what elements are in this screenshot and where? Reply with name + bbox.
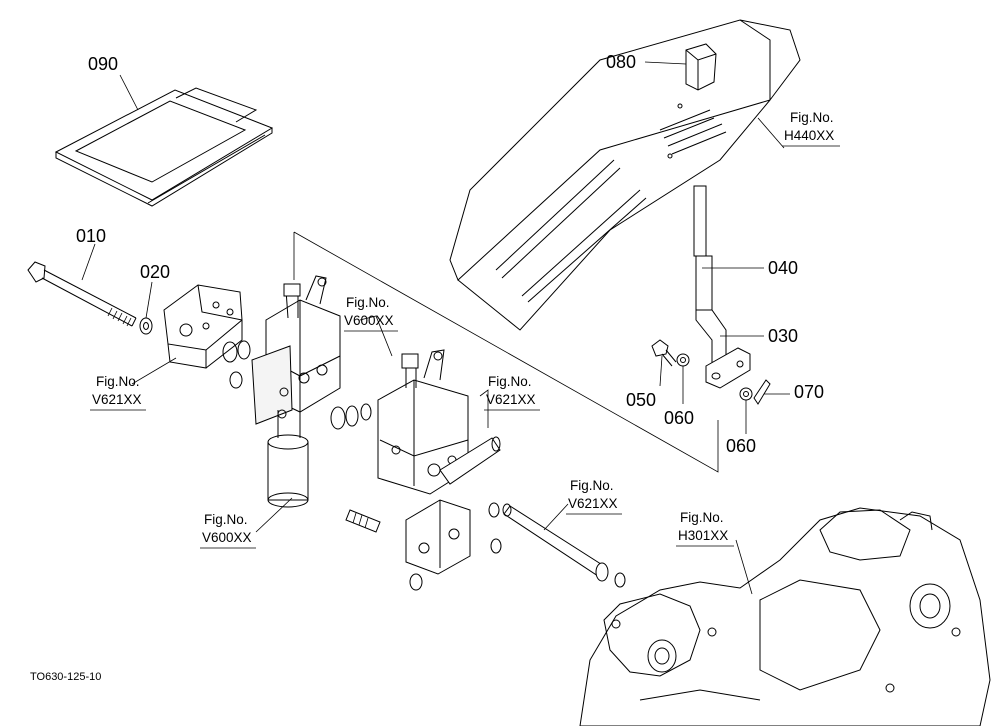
- small-bolt-illustration: [651, 339, 677, 367]
- figref-h301xx-code: H301XX: [678, 528, 728, 543]
- o-rings-illustration: [222, 340, 372, 430]
- figref-v621xx-middle: Fig.No. V621XX: [484, 374, 540, 411]
- transmission-housing-illustration: [579, 507, 991, 726]
- figref-v621xx-right-label: Fig.No.: [570, 478, 614, 493]
- part-label-010: 010: [76, 226, 106, 246]
- washer-illustration: [139, 317, 153, 335]
- part-label-050: 050: [626, 390, 656, 410]
- pipe-illustration: [502, 503, 626, 588]
- part-label-060-lower: 060: [726, 436, 756, 456]
- part-label-080: 080: [606, 52, 636, 72]
- lever-knob-illustration: [685, 43, 717, 91]
- drawing-code: TO630-125-10: [30, 671, 101, 683]
- cover-plate-illustration: [163, 284, 243, 369]
- lever-bracket-illustration: [705, 347, 751, 389]
- figref-v621xx-middle-code: V621XX: [486, 392, 536, 407]
- part-label-030: 030: [768, 326, 798, 346]
- figref-v621xx-right: Fig.No. V621XX: [566, 478, 622, 515]
- figref-v600xx-lower-code: V600XX: [202, 530, 252, 545]
- figref-h440xx-code: H440XX: [784, 128, 834, 143]
- figref-h440xx: Fig.No. H440XX: [782, 110, 840, 147]
- figref-v621xx-right-code: V621XX: [568, 496, 618, 511]
- leader-lines: [81, 61, 790, 595]
- figref-v621xx-left-code: V621XX: [92, 392, 142, 407]
- part-label-040: 040: [768, 258, 798, 278]
- lever-rod-illustration: [693, 185, 727, 374]
- manual-booklet-illustration: [54, 87, 274, 207]
- part-label-020: 020: [140, 262, 170, 282]
- figref-h301xx-label: Fig.No.: [680, 510, 724, 525]
- part-label-090: 090: [88, 54, 118, 74]
- control-valve-2-illustration: [377, 349, 501, 495]
- cotter-pin-illustration: [753, 379, 771, 405]
- washer-060-upper-illustration: [676, 353, 690, 367]
- figref-v600xx-lower: Fig.No. V600XX: [200, 512, 256, 549]
- part-label-060-upper: 060: [664, 408, 694, 428]
- washer-060-lower-illustration: [739, 387, 753, 401]
- figref-v621xx-left-label: Fig.No.: [96, 374, 140, 389]
- bolt-illustration: [27, 261, 137, 327]
- figref-v600xx-upper: Fig.No. V600XX: [344, 295, 398, 332]
- control-valve-1-illustration: [251, 275, 341, 508]
- figref-v600xx-upper-label: Fig.No.: [346, 295, 390, 310]
- figref-v621xx-left: Fig.No. V621XX: [90, 374, 146, 411]
- figref-h440xx-label: Fig.No.: [790, 110, 834, 125]
- figref-v600xx-lower-label: Fig.No.: [204, 512, 248, 527]
- figref-h301xx: Fig.No. H301XX: [676, 510, 734, 547]
- outlet-block-illustration: [345, 499, 502, 591]
- part-label-070: 070: [794, 382, 824, 402]
- figref-v600xx-upper-code: V600XX: [344, 313, 394, 328]
- figref-v621xx-middle-label: Fig.No.: [488, 374, 532, 389]
